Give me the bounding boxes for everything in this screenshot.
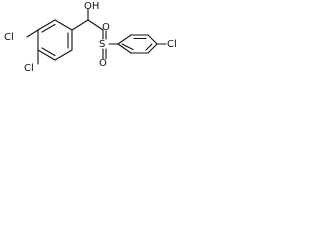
ring-b-bond-3 [147,34,158,45]
chemical-structure-canvas: OH Cl Cl S O O Cl [0,0,184,93]
oxygen-label-bottom: O [99,58,107,69]
chloro-label-upper: Cl [4,32,14,43]
ring-b-double-3 [121,43,134,51]
ring-a-double-3 [41,47,56,57]
ring-a-bond-1 [37,19,56,31]
sulfur-label: S [99,39,105,50]
molecule-diagram: OH Cl Cl S O O Cl [4,1,177,74]
ring-b-bond-6 [117,43,132,54]
benzylic-bond [71,19,89,31]
ring-a-double-1 [41,23,56,33]
chloro-label-right: Cl [167,39,177,50]
dichlorophenyl-ring [37,19,73,61]
ring-a-bond-4 [54,49,73,61]
chloro-label-lower: Cl [24,63,34,74]
ring-a-bond-5 [37,49,56,61]
ring-b-bond-4 [147,43,158,54]
chloro-bond-upper [26,29,39,38]
ring-b-double-2 [145,43,153,51]
chain-bond [87,19,104,31]
chlorophenyl-ring [117,34,158,54]
ring-b-bond-1 [117,34,132,45]
ring-a-bond-2 [54,19,73,31]
oxygen-label-top: O [102,22,110,33]
hydroxyl-label: OH [84,1,99,12]
